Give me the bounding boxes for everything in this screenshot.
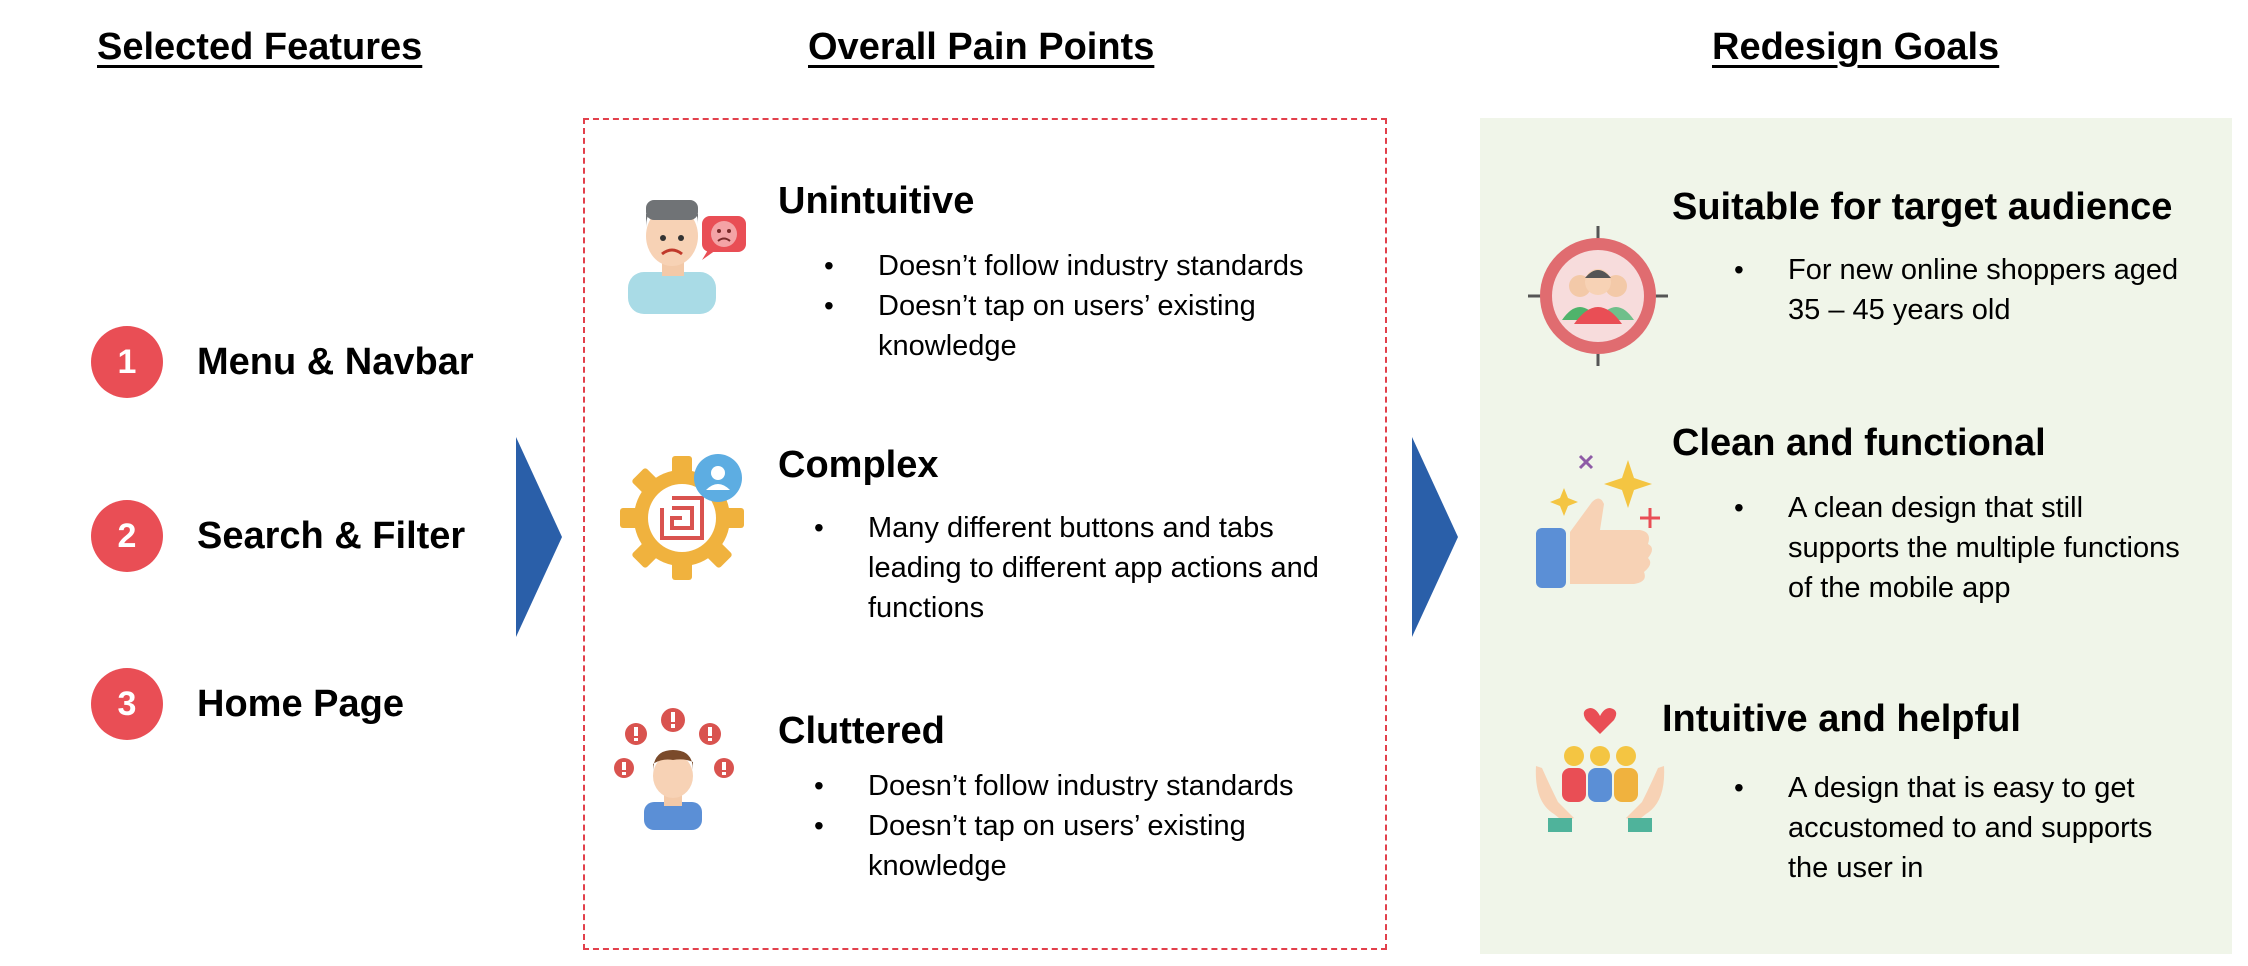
goal-bullets: A design that is easy to get accustomed …	[1734, 768, 2198, 888]
goal-title: Intuitive and helpful	[1662, 698, 2021, 740]
number-badge: 3	[91, 668, 163, 740]
feature-item-2: 2 Search & Filter	[91, 500, 465, 572]
bullet-item: Doesn’t follow industry standards	[814, 766, 1358, 806]
goal-title: Suitable for target audience	[1672, 186, 2173, 228]
arrow-icon	[516, 437, 562, 637]
bullet-item: Doesn’t tap on users’ existing knowledge	[824, 286, 1348, 366]
feature-label: Search & Filter	[197, 514, 466, 557]
pain-point-bullets: Doesn’t follow industry standards Doesn’…	[824, 246, 1348, 366]
pain-points-panel	[583, 118, 1387, 950]
target-audience-icon	[1528, 226, 1668, 366]
number-badge: 1	[91, 326, 163, 398]
feature-label: Home Page	[197, 682, 404, 725]
feature-item-3: 3 Home Page	[91, 668, 404, 740]
bullet-item: For new online shoppers aged 35 – 45 yea…	[1734, 250, 2188, 330]
bullet-item: Doesn’t follow industry standards	[824, 246, 1348, 286]
feature-item-1: 1 Menu & Navbar	[91, 326, 474, 398]
feature-label: Menu & Navbar	[197, 340, 474, 383]
cluttered-alerts-icon	[614, 708, 734, 830]
goal-bullets: For new online shoppers aged 35 – 45 yea…	[1734, 250, 2188, 330]
complex-gear-icon	[620, 454, 744, 580]
pain-points-heading: Overall Pain Points	[808, 26, 1155, 68]
redesign-goals-heading: Redesign Goals	[1712, 26, 2000, 68]
pain-point-title: Unintuitive	[778, 180, 975, 222]
bullet-item: A design that is easy to get accustomed …	[1734, 768, 2198, 888]
goal-bullets: A clean design that still supports the m…	[1734, 488, 2198, 608]
thumbs-up-icon	[1536, 454, 1660, 588]
goal-title: Clean and functional	[1672, 422, 2046, 464]
bullet-item: A clean design that still supports the m…	[1734, 488, 2198, 608]
selected-features-heading: Selected Features	[97, 26, 423, 68]
frustrated-user-icon	[628, 200, 746, 314]
bullet-item: Doesn’t tap on users’ existing knowledge	[814, 806, 1358, 886]
number-badge: 2	[91, 500, 163, 572]
pain-point-title: Complex	[778, 444, 939, 486]
arrow-icon	[1412, 437, 1458, 637]
helping-hands-icon	[1535, 708, 1665, 832]
pain-point-bullets: Many different buttons and tabs leading …	[814, 508, 1358, 628]
pain-point-title: Cluttered	[778, 710, 945, 752]
bullet-item: Many different buttons and tabs leading …	[814, 508, 1358, 628]
pain-point-bullets: Doesn’t follow industry standards Doesn’…	[814, 766, 1358, 886]
